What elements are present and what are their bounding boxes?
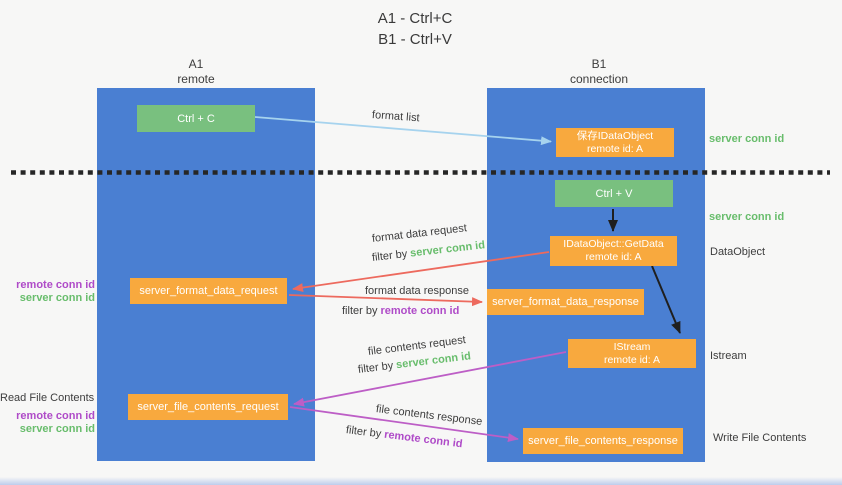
istream-node: IStream remote id: A: [568, 339, 696, 368]
getdata-node: IDataObject::GetData remote id: A: [550, 236, 677, 266]
istream-line1: IStream: [613, 340, 651, 353]
server-format-data-request-node: server_format_data_request: [130, 278, 287, 304]
ctrl-v-node: Ctrl + V: [555, 180, 673, 207]
server-conn-id-annotation-top: server conn id: [709, 133, 785, 145]
server-format-data-response-label: server_format_data_response: [492, 296, 639, 308]
server-conn-id-annotation-format: server conn id: [19, 292, 95, 304]
getdata-line1: IDataObject::GetData: [563, 238, 664, 250]
istream-annotation: Istream: [710, 350, 747, 362]
ctrl-c-node: Ctrl + C: [137, 105, 255, 132]
dataobject-annotation: DataObject: [710, 246, 766, 258]
save-dataobject-node: 保存IDataObject remote id: A: [556, 128, 674, 157]
server-conn-id-annotation-mid: server conn id: [709, 211, 785, 223]
lifeline-a1-name: A1: [188, 57, 204, 71]
lifeline-header-a1: A1 remote: [141, 57, 251, 87]
server-file-contents-request-node: server_file_contents_request: [128, 394, 288, 420]
filter-by-text: filter by: [357, 359, 394, 376]
getdata-line2: remote id: A: [585, 251, 642, 263]
server-file-contents-response-node: server_file_contents_response: [523, 428, 683, 454]
ctrl-v-label: Ctrl + V: [595, 187, 633, 200]
remote-conn-id-text: remote conn id: [380, 305, 460, 317]
ctrl-c-label: Ctrl + C: [177, 112, 215, 125]
format-list-label: format list: [371, 109, 420, 125]
server-format-data-response-node: server_format_data_response: [487, 289, 644, 315]
lifeline-b1-role: connection: [569, 72, 629, 86]
server-file-contents-response-label: server_file_contents_response: [528, 435, 678, 447]
filter-by-text: filter by: [342, 305, 378, 317]
write-file-contents-annotation: Write File Contents: [713, 432, 807, 444]
save-dataobject-line1: 保存IDataObject: [576, 129, 654, 142]
lifeline-b1-name: B1: [591, 57, 607, 71]
lifeline-header-b1: B1 connection: [544, 57, 654, 87]
remote-conn-id-text: remote conn id: [383, 428, 464, 451]
server-conn-id-text: server conn id: [395, 350, 472, 372]
file-contents-response-label: file contents response: [375, 403, 483, 428]
read-file-contents-annotation: Read File Contents: [0, 392, 95, 404]
server-format-data-request-label: server_format_data_request: [139, 285, 278, 297]
istream-line2: remote id: A: [603, 353, 661, 366]
lifeline-a1-role: remote: [177, 72, 215, 86]
bottom-edge-strip: [0, 477, 842, 485]
remote-conn-id-annotation-file: remote conn id: [16, 410, 95, 422]
title-line-1: A1 - Ctrl+C: [377, 10, 453, 27]
remote-conn-id-annotation-format: remote conn id: [16, 279, 95, 291]
filter-by-text: filter by: [345, 424, 382, 441]
filter-by-text: filter by: [371, 248, 408, 264]
format-data-response-label: format data response: [365, 285, 469, 297]
server-file-contents-request-label: server_file_contents_request: [137, 401, 279, 413]
save-dataobject-line2: remote id: A: [586, 142, 644, 155]
server-conn-id-annotation-file: server conn id: [19, 423, 95, 435]
title-line-2: B1 - Ctrl+V: [378, 31, 452, 48]
format-data-request-label: format data request: [371, 222, 468, 245]
diagram-title: A1 - Ctrl+C B1 - Ctrl+V: [320, 8, 510, 50]
server-conn-id-text: server conn id: [409, 239, 486, 260]
